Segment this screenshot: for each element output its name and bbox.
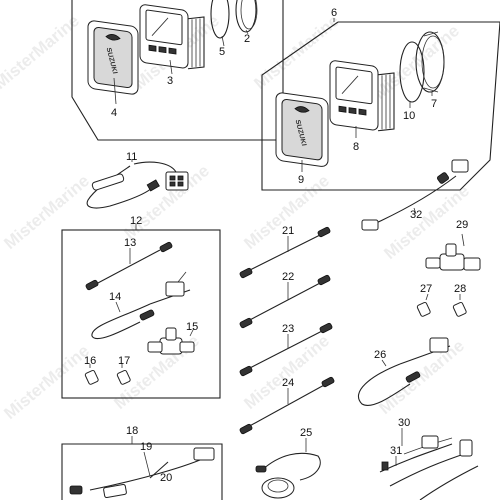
- gauge-group-top-left: SUZUKI: [71, 0, 284, 141]
- part-24-cable: [239, 376, 335, 435]
- label-11: 11: [126, 151, 137, 163]
- part-15-tee-connector: [147, 327, 195, 355]
- label-6: 6: [331, 7, 337, 19]
- parts-18-20-harness: [61, 436, 223, 500]
- part-23-cable: [239, 322, 333, 377]
- part-28-terminator: [452, 294, 467, 317]
- part-17-terminator: [116, 364, 131, 385]
- label-29: 29: [456, 219, 468, 231]
- label-18: 18: [126, 425, 138, 437]
- label-14: 14: [109, 291, 121, 303]
- group-box-18: [61, 443, 223, 500]
- label-27: 27: [420, 283, 432, 295]
- label-7: 7: [431, 98, 437, 110]
- label-8: 8: [353, 141, 359, 153]
- watermark-1: MisterMarine: [0, 11, 83, 93]
- kit-group-12: [61, 224, 221, 399]
- group-box-12: [61, 229, 221, 399]
- label-13: 13: [124, 237, 136, 249]
- part-3-gauge: [139, 4, 205, 70]
- label-31: 31: [390, 445, 402, 457]
- part-25-sensor: [255, 438, 321, 499]
- label-10: 10: [403, 110, 415, 122]
- part-2-ring: [235, 0, 257, 33]
- part-27-terminator: [416, 293, 431, 317]
- label-15: 15: [186, 321, 198, 333]
- part-29-tee-connector: [425, 233, 481, 271]
- label-22: 22: [282, 271, 294, 283]
- part-14-cable: [91, 271, 191, 340]
- part-11-harness: [86, 160, 189, 209]
- part-16-terminator: [84, 364, 99, 385]
- watermark-4: MisterMarine: [370, 21, 463, 103]
- label-12: 12: [130, 215, 142, 227]
- label-19: 19: [140, 441, 152, 453]
- part-8-gauge: [329, 60, 395, 132]
- label-23: 23: [282, 323, 294, 335]
- watermark-11: MisterMarine: [240, 331, 333, 413]
- label-20: 20: [160, 472, 172, 484]
- label-30: 30: [398, 417, 410, 429]
- watermark-12: MisterMarine: [375, 336, 468, 418]
- part-4-cover: SUZUKI: [87, 20, 139, 95]
- label-32: 32: [410, 209, 422, 221]
- label-28: 28: [454, 283, 466, 295]
- part-number-labels: 2 3 4 5 6 7 8 9 10 11 12 13 14 15 16 17 …: [84, 7, 468, 484]
- gauge-group-top-right: SUZUKI: [261, 18, 500, 191]
- part-13-cable: [85, 241, 173, 291]
- parts-30-31-harness: [379, 428, 479, 500]
- cables-21-24: [239, 226, 335, 435]
- watermark-layer: MisterMarine MisterMarine MisterMarine M…: [0, 11, 473, 423]
- part-10-ring: [399, 41, 425, 103]
- part-26-cable: [357, 337, 451, 406]
- label-16: 16: [84, 355, 96, 367]
- part-32-adapter-cable: [361, 159, 469, 231]
- watermark-5: MisterMarine: [0, 171, 93, 253]
- part-21-cable: [239, 226, 331, 279]
- watermark-7: MisterMarine: [240, 171, 333, 253]
- label-2: 2: [244, 33, 250, 45]
- part-5-ring: [210, 0, 230, 39]
- label-17: 17: [118, 355, 130, 367]
- watermark-3: MisterMarine: [250, 11, 343, 93]
- watermark-9: MisterMarine: [0, 341, 93, 423]
- label-21: 21: [282, 225, 294, 237]
- label-3: 3: [167, 75, 173, 87]
- label-24: 24: [282, 377, 294, 389]
- part-22-cable: [239, 274, 331, 329]
- label-9: 9: [298, 174, 304, 186]
- label-5: 5: [219, 46, 225, 58]
- label-25: 25: [300, 427, 312, 439]
- group-box-top-right: [261, 21, 500, 191]
- label-4: 4: [111, 107, 117, 119]
- part-9-cover: SUZUKI: [275, 92, 329, 167]
- label-26: 26: [374, 349, 386, 361]
